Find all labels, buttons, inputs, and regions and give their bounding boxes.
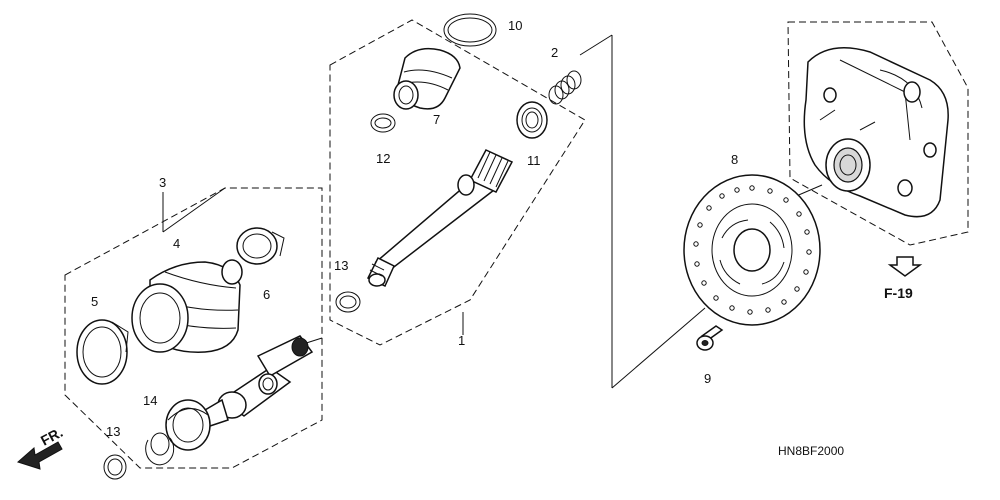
outer-seal xyxy=(165,399,211,451)
callout-13-lower: 13 xyxy=(106,424,120,439)
spring xyxy=(548,70,582,105)
drive-shaft xyxy=(366,149,514,288)
knuckle-outline xyxy=(787,21,969,246)
boot-band-large xyxy=(76,319,129,385)
callout-1: 1 xyxy=(458,333,465,348)
joint-assembly-outline xyxy=(64,187,323,469)
driveshaft-assembly-outline xyxy=(329,19,586,346)
disc-bolt xyxy=(696,325,724,351)
knuckle-hub xyxy=(803,47,949,218)
disc-holes xyxy=(693,185,812,315)
reference-arrow[interactable] xyxy=(887,256,923,277)
o-ring-large xyxy=(443,13,497,47)
callout-9: 9 xyxy=(704,371,711,386)
callout-10: 10 xyxy=(508,18,522,33)
callout-7: 7 xyxy=(433,112,440,127)
boot-band-small xyxy=(236,227,285,265)
callout-5: 5 xyxy=(91,294,98,309)
universal-joint xyxy=(204,335,314,427)
callout-11: 11 xyxy=(527,153,541,168)
figure-code: HN8BF2000 xyxy=(778,444,844,458)
inner-boot xyxy=(393,47,461,110)
oil-seal xyxy=(516,101,548,139)
snap-ring-small xyxy=(370,113,396,133)
outer-boot xyxy=(131,259,243,353)
circlip xyxy=(145,432,175,466)
callout-14: 14 xyxy=(143,393,157,408)
o-ring-lower xyxy=(103,454,127,480)
callout-13-upper: 13 xyxy=(334,258,348,273)
callout-8: 8 xyxy=(731,152,738,167)
brake-disc xyxy=(683,174,821,326)
callout-6: 6 xyxy=(263,287,270,302)
o-ring-upper xyxy=(335,291,361,313)
callout-3: 3 xyxy=(159,175,166,190)
front-direction-arrow-icon xyxy=(17,441,63,470)
callout-4: 4 xyxy=(173,236,180,251)
callout-2: 2 xyxy=(551,45,558,60)
reference-label[interactable]: F-19 xyxy=(884,285,913,301)
callout-12: 12 xyxy=(376,151,390,166)
front-label: FR. xyxy=(38,424,65,449)
